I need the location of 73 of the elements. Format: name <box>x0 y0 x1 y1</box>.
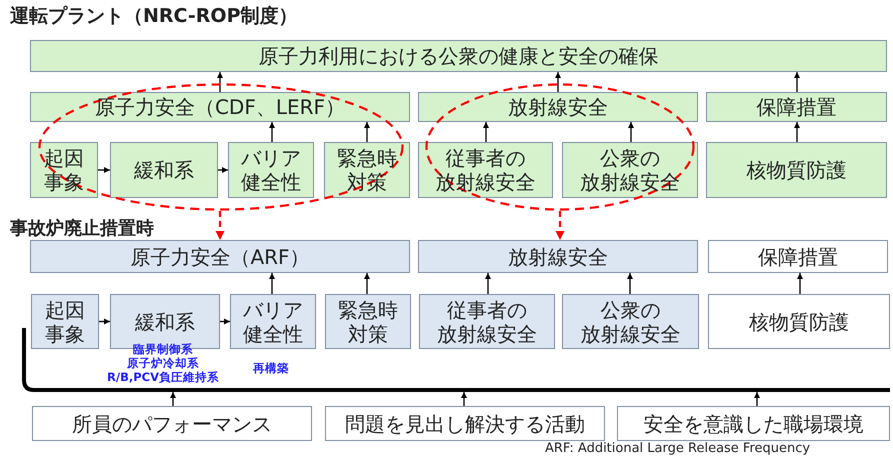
process-box <box>228 142 314 198</box>
arrow <box>754 392 760 406</box>
arrow <box>794 72 800 92</box>
annotation-text: 原子炉冷却系 <box>127 356 199 371</box>
process-box <box>325 294 411 349</box>
box-label: 従事者の放射線安全 <box>436 146 536 194</box>
box-label: 緩和系 <box>134 158 194 182</box>
process-box <box>230 294 316 349</box>
process-box <box>30 92 410 122</box>
arrow <box>556 211 564 240</box>
arrow <box>627 273 633 294</box>
arrow <box>98 167 110 173</box>
process-box <box>30 142 98 198</box>
footnote: ARF: Additional Large Release Frequency <box>545 441 810 456</box>
process-box <box>32 406 312 441</box>
arrow <box>170 392 176 406</box>
box-label: 原子力安全（CDF、LERF） <box>94 95 346 119</box>
arrow <box>218 167 228 173</box>
process-box <box>706 92 887 122</box>
box-label: 保障措置 <box>758 244 838 268</box>
process-box <box>110 142 218 198</box>
box-label: 核物質防護 <box>746 158 846 182</box>
box-label: バリア健全性 <box>241 146 301 194</box>
process-box <box>31 294 99 349</box>
annotation-text: R/B,PCV負圧維持系 <box>107 370 219 385</box>
arrow <box>364 122 370 142</box>
arrow <box>364 273 370 294</box>
process-box <box>562 142 698 198</box>
arrow <box>628 122 634 142</box>
arrow <box>216 211 224 240</box>
process-box <box>708 240 888 273</box>
arrow <box>269 273 275 294</box>
process-box <box>30 240 410 273</box>
process-box <box>418 240 698 273</box>
process-box <box>562 294 699 349</box>
process-box <box>706 142 887 198</box>
box-label: 原子力利用における公衆の健康と安全の確保 <box>258 44 658 68</box>
box-label: 緊急時対策 <box>337 146 397 194</box>
box-label: 保障措置 <box>756 95 836 119</box>
box-label: 所員のパフォーマンス <box>72 412 272 436</box>
box-label: 従事者の放射線安全 <box>437 298 537 346</box>
process-box <box>324 142 410 198</box>
arrow <box>217 72 223 92</box>
process-box <box>617 406 890 441</box>
box-label: 公衆の放射線安全 <box>580 298 680 346</box>
box-label: 緩和系 <box>135 310 195 334</box>
arrow <box>461 392 467 406</box>
arrow <box>797 273 803 294</box>
process-box <box>418 92 698 122</box>
process-box <box>30 40 887 72</box>
section-heading: 運転プラント（NRC-ROP制度） <box>10 4 298 29</box>
box-label: 問題を見出し解決する活動 <box>345 412 585 436</box>
box-label: 緊急時対策 <box>338 298 398 346</box>
process-box <box>708 294 890 349</box>
arrow <box>220 318 230 324</box>
arrow <box>269 122 275 142</box>
process-box <box>418 142 553 198</box>
process-box <box>325 406 605 441</box>
box-label: 核物質防護 <box>749 310 849 334</box>
annotation-text: 再構築 <box>253 361 289 376</box>
box-label: 起因事象 <box>45 298 85 346</box>
box-label: 原子力安全（ARF） <box>130 244 310 268</box>
arrow <box>99 318 110 324</box>
box-label: バリア健全性 <box>243 298 303 346</box>
box-label: 放射線安全 <box>508 244 608 268</box>
arrow <box>555 72 561 92</box>
process-box <box>419 294 555 349</box>
arrow <box>485 273 491 294</box>
arrow <box>794 122 800 142</box>
box-label: 安全を意識した職場環境 <box>644 412 864 436</box>
section-heading: 事故炉廃止措置時 <box>10 217 154 240</box>
box-label: 放射線安全 <box>508 95 608 119</box>
arrow <box>483 122 489 142</box>
